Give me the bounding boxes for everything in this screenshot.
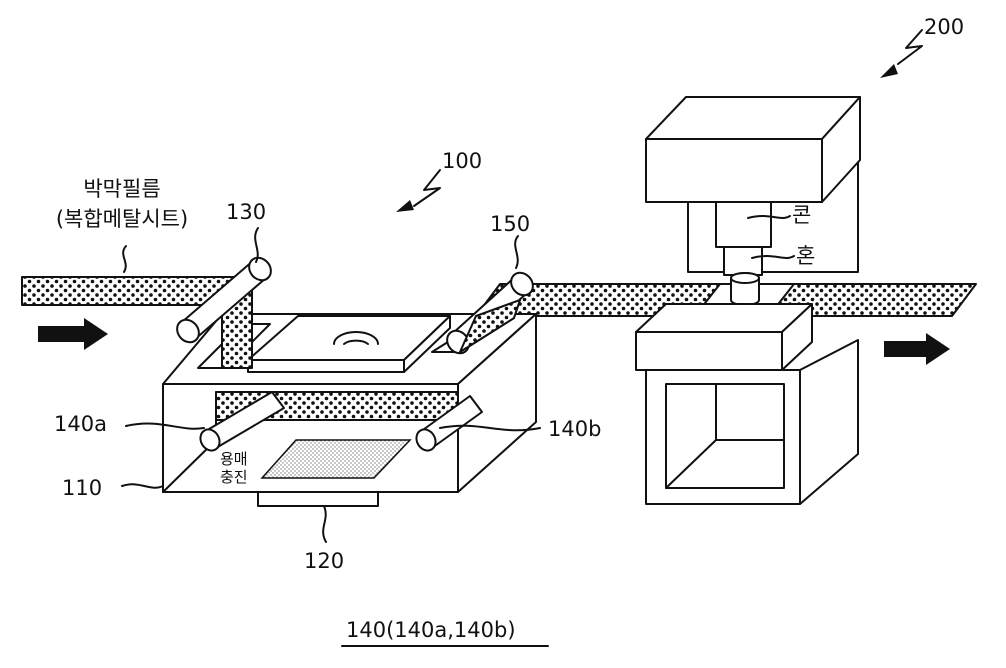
arrow-right-icon: [38, 318, 108, 350]
label-cone: 콘: [792, 203, 811, 227]
horn: [724, 247, 762, 275]
leader-120: [323, 506, 326, 542]
label-110: 110: [62, 476, 102, 500]
squiggle-100: [414, 170, 440, 206]
label-150: 150: [490, 212, 530, 236]
cone: [716, 202, 771, 247]
label-140b: 140b: [548, 417, 601, 441]
heater-120: [258, 492, 378, 506]
base-front: [636, 332, 782, 370]
leader-150: [515, 236, 518, 268]
arrow-200: [880, 64, 898, 78]
welder-head-front: [646, 139, 822, 202]
label-200: 200: [924, 15, 964, 39]
film-leader: [123, 246, 126, 272]
welder-base: [636, 304, 858, 504]
leader-130: [255, 228, 258, 262]
caption: 140(140a,140b): [346, 618, 516, 642]
arrow-right-icon: [884, 333, 950, 365]
arrow-100: [396, 200, 414, 212]
stand-side: [800, 340, 858, 504]
label-140a: 140a: [54, 412, 107, 436]
lid-front: [248, 360, 404, 372]
label-100: 100: [442, 149, 482, 173]
label-film-line2: (복합메탈시트): [56, 207, 188, 231]
label-solvent-line2: 충진: [220, 468, 248, 486]
label-120: 120: [304, 549, 344, 573]
label-film-line1: 박막필름: [83, 177, 160, 201]
label-horn: 혼: [796, 244, 815, 268]
leader-110: [122, 484, 163, 487]
squiggle-200: [898, 30, 922, 64]
label-solvent-line1: 용매: [220, 450, 248, 468]
label-130: 130: [226, 200, 266, 224]
stand-opening: [666, 384, 784, 488]
